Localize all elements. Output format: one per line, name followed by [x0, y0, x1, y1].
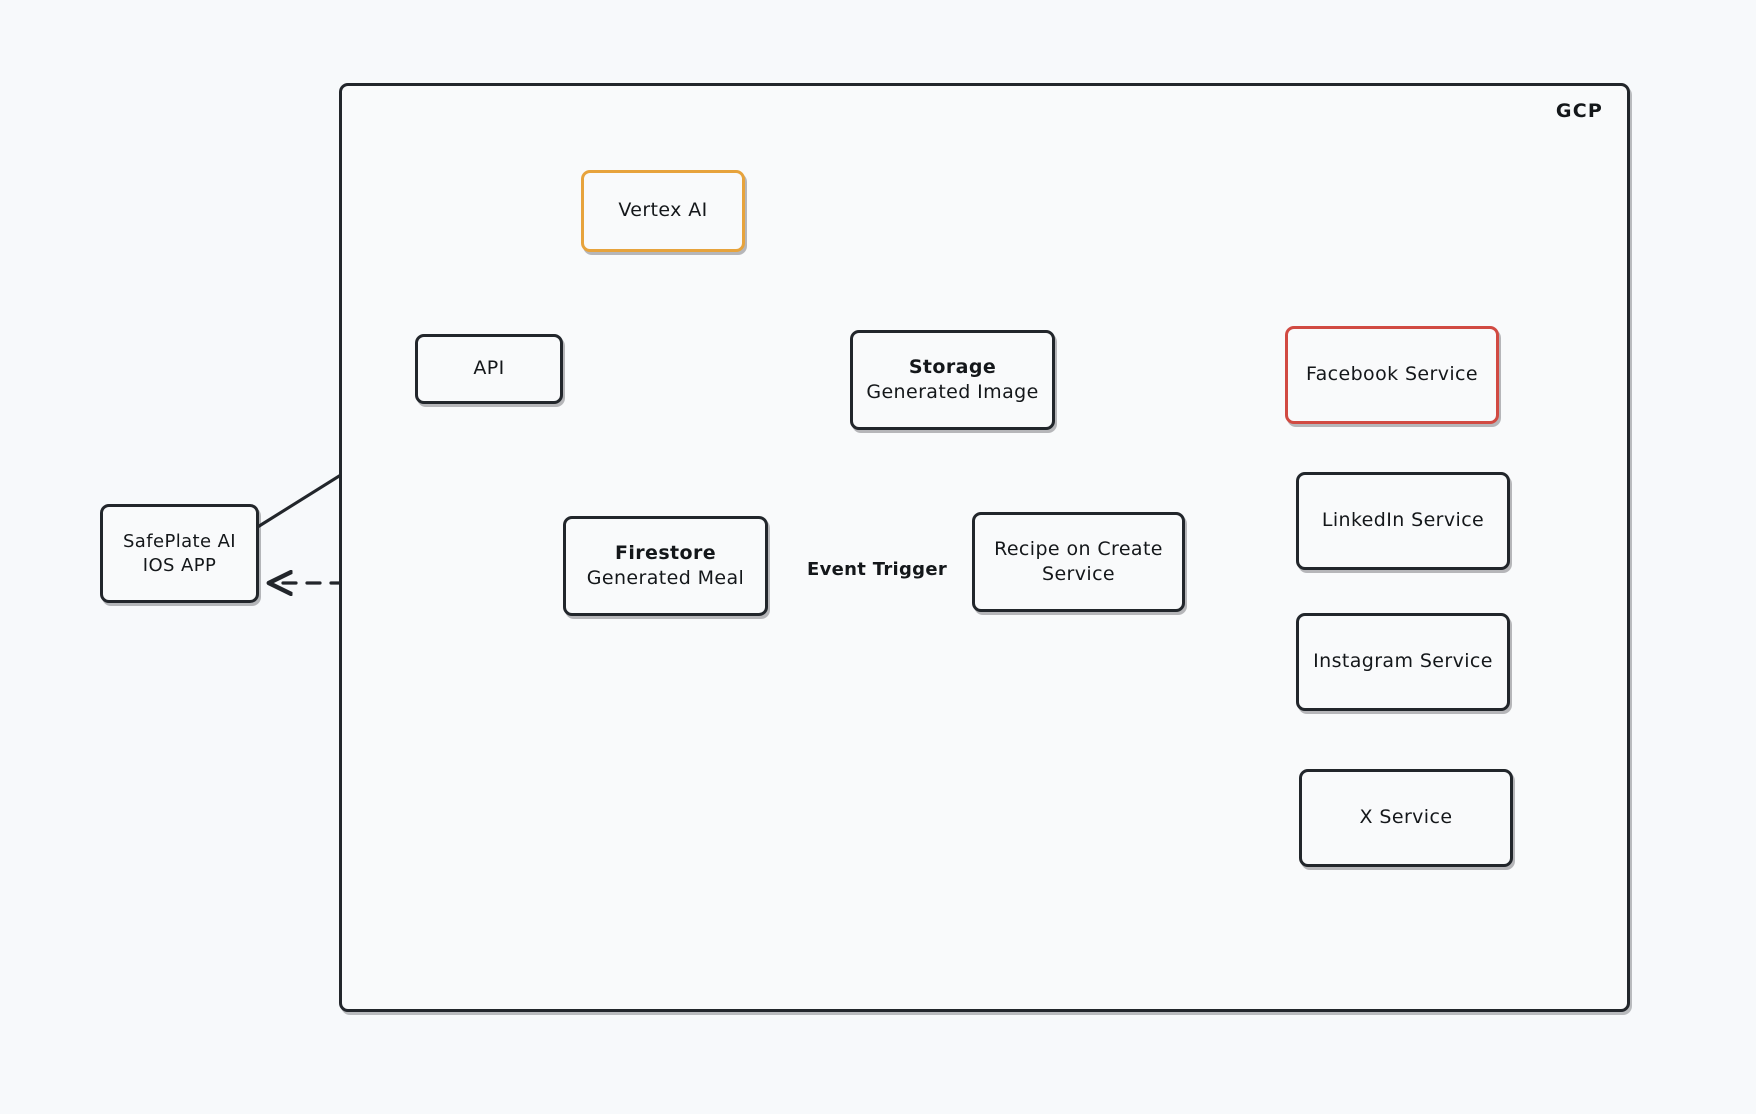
node-line-1: X Service [1359, 806, 1453, 829]
node-safeplate-ai-ios-app[interactable]: SafePlate AI IOS APP [100, 504, 259, 603]
gcp-label: GCP [1555, 100, 1603, 122]
node-line-1: API [473, 357, 505, 380]
node-line-1: SafePlate AI [122, 530, 237, 552]
node-api[interactable]: API [415, 334, 563, 404]
node-recipe-on-create-service[interactable]: Recipe on Create Service [972, 512, 1185, 612]
node-line-2: Generated Image [866, 381, 1039, 403]
node-storage-generated-image[interactable]: Storage Generated Image [850, 330, 1055, 430]
node-x-service[interactable]: X Service [1299, 769, 1513, 867]
node-facebook-service[interactable]: Facebook Service [1285, 326, 1499, 424]
node-instagram-service[interactable]: Instagram Service [1296, 613, 1510, 711]
node-line-1: Storage [908, 355, 997, 378]
node-line-1: LinkedIn Service [1321, 509, 1485, 532]
node-line-1: Recipe on Create [994, 537, 1163, 560]
node-line-2: IOS APP [142, 554, 217, 576]
node-line-1: Instagram Service [1313, 650, 1493, 673]
node-line-1: Firestore [614, 541, 717, 564]
edge-label-event-trigger: Event Trigger [802, 559, 953, 580]
node-firestore-generated-meal[interactable]: Firestore Generated Meal [563, 516, 768, 616]
node-linkedin-service[interactable]: LinkedIn Service [1296, 472, 1510, 570]
node-line-2: Generated Meal [586, 567, 745, 589]
node-vertex-ai[interactable]: Vertex AI [581, 170, 745, 252]
node-line-2: Service [1041, 563, 1116, 585]
node-line-1: Vertex AI [618, 199, 708, 222]
node-line-1: Facebook Service [1306, 363, 1478, 386]
